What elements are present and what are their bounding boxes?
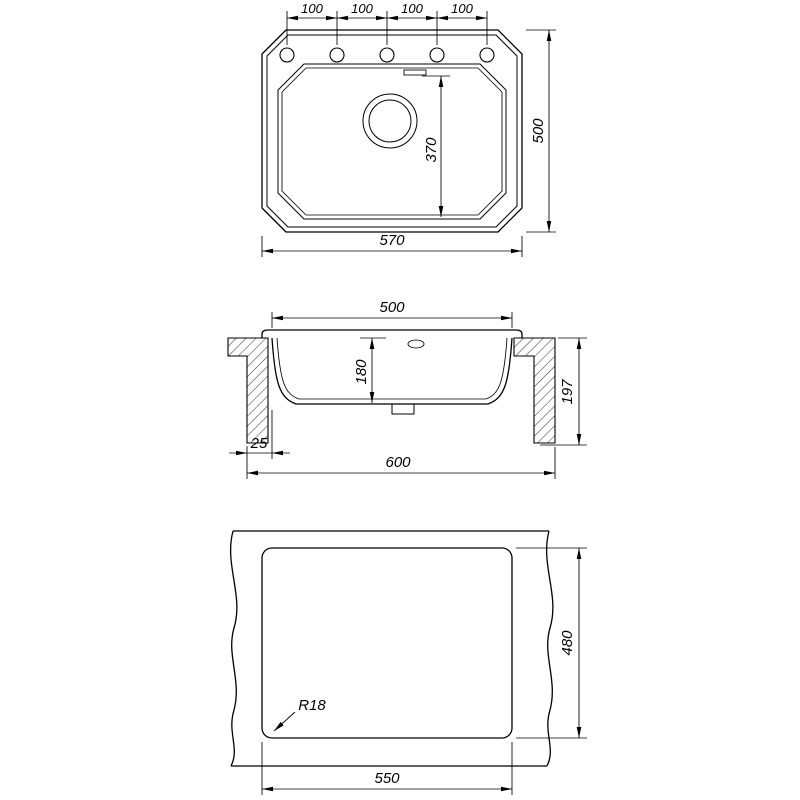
basin-wall-outer xyxy=(271,337,513,405)
drain-hole-section xyxy=(407,339,425,349)
dimension-inner-width: 500 xyxy=(271,299,513,328)
sink-rim-outline xyxy=(266,34,518,228)
dimension-overall-depth: 197 xyxy=(540,337,587,446)
sink-rim-profile xyxy=(261,329,523,338)
dimension-label-cutout-height: 480 xyxy=(559,630,576,656)
dimension-label-spacing-1: 100 xyxy=(301,1,323,16)
dimension-label-overall-width: 600 xyxy=(385,454,411,471)
dimension-label-drain-offset: 370 xyxy=(423,137,440,163)
dimension-label-height: 500 xyxy=(530,118,547,144)
drain-outer-circle xyxy=(362,93,418,149)
dimension-label-spacing-2: 100 xyxy=(351,1,373,16)
dimension-drain-offset: 370 xyxy=(422,75,450,217)
dimension-label-edge-offset: 25 xyxy=(250,435,268,452)
break-line-left xyxy=(229,530,238,767)
dimension-label-cutout-width: 550 xyxy=(374,770,400,787)
section-view: 500 180 197 25 600 xyxy=(227,299,587,479)
drain-stub xyxy=(391,404,415,415)
sink-outer-outline xyxy=(261,29,523,233)
dimension-edge-offset: 25 xyxy=(229,410,290,479)
dimension-label-overall-depth: 197 xyxy=(559,379,576,405)
cutout-view: R18 480 550 xyxy=(229,530,587,795)
faucet-hole xyxy=(379,47,395,63)
break-line-right xyxy=(545,530,554,767)
faucet-hole xyxy=(479,47,495,63)
drain xyxy=(362,93,418,149)
dimension-hole-spacing: 100 100 100 100 xyxy=(286,1,488,45)
dimension-cutout-height: 480 xyxy=(516,547,587,739)
basin-inner-outline xyxy=(281,67,503,216)
leader-line xyxy=(273,711,296,732)
dimension-overall-width-section: 600 xyxy=(247,447,556,479)
faucet-holes xyxy=(279,47,495,63)
countertop-section-left xyxy=(227,337,269,444)
dimension-cutout-width: 550 xyxy=(261,742,513,795)
basin-wall-inner xyxy=(276,337,508,400)
dimension-label-width: 570 xyxy=(379,232,405,249)
basin-outer-outline xyxy=(277,63,507,220)
top-view: 100 100 100 100 370 570 500 xyxy=(261,1,556,257)
faucet-hole xyxy=(429,47,445,63)
cutout-outline xyxy=(261,547,513,739)
dimension-label-spacing-3: 100 xyxy=(401,1,423,16)
radius-callout: R18 xyxy=(273,697,326,732)
overflow-slot xyxy=(403,69,427,76)
dimension-overall-height-top: 500 xyxy=(526,29,556,233)
countertop-section-right xyxy=(513,337,556,444)
faucet-hole xyxy=(279,47,295,63)
dimension-label-spacing-4: 100 xyxy=(451,1,473,16)
radius-label: R18 xyxy=(298,697,326,714)
dimension-bowl-depth: 180 xyxy=(353,337,386,403)
dimension-label-inner-width: 500 xyxy=(379,299,405,316)
dimension-label-bowl-depth: 180 xyxy=(353,359,370,385)
faucet-hole xyxy=(329,47,345,63)
dimension-overall-width-top: 570 xyxy=(261,232,523,257)
drain-inner-circle xyxy=(368,99,412,143)
